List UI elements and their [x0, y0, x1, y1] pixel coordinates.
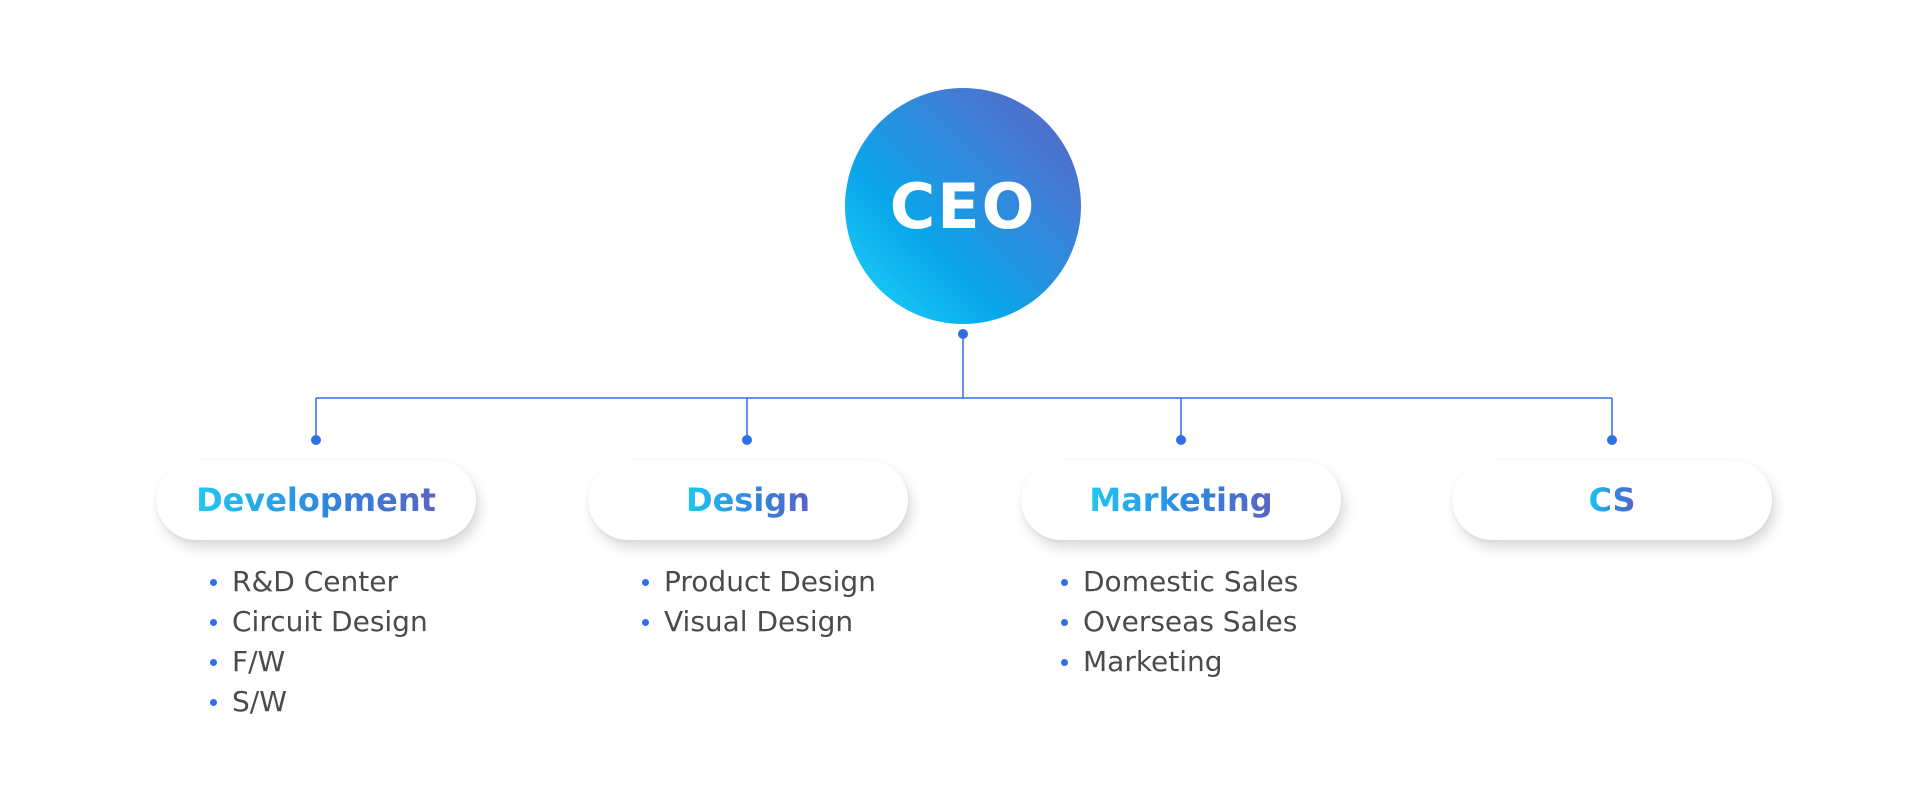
- department-marketing: Marketing: [1021, 460, 1341, 540]
- department-items-marketing: Domestic Sales Overseas Sales Marketing: [1061, 562, 1298, 682]
- department-design: Design: [588, 460, 908, 540]
- ceo-node: CEO: [845, 88, 1081, 324]
- department-label: Design: [686, 481, 810, 519]
- bullet-icon: [210, 699, 217, 706]
- list-item: Visual Design: [642, 602, 876, 642]
- ceo-stem-dot: [958, 329, 968, 339]
- branch-dot-marketing: [1176, 435, 1186, 445]
- list-item: Product Design: [642, 562, 876, 602]
- list-item: Overseas Sales: [1061, 602, 1298, 642]
- bullet-icon: [1061, 659, 1068, 666]
- department-cs: CS: [1452, 460, 1772, 540]
- bullet-icon: [210, 659, 217, 666]
- department-items-development: R&D Center Circuit Design F/W S/W: [210, 562, 428, 722]
- department-development: Development: [156, 460, 476, 540]
- branch-dot-design: [742, 435, 752, 445]
- list-item: F/W: [210, 642, 428, 682]
- bullet-icon: [210, 619, 217, 626]
- list-item: Domestic Sales: [1061, 562, 1298, 602]
- branch-dot-development: [311, 435, 321, 445]
- department-label: Development: [196, 481, 436, 519]
- list-item: Circuit Design: [210, 602, 428, 642]
- bullet-icon: [1061, 579, 1068, 586]
- bullet-icon: [642, 579, 649, 586]
- list-item: S/W: [210, 682, 428, 722]
- list-item: Marketing: [1061, 642, 1298, 682]
- ceo-label: CEO: [889, 169, 1037, 243]
- department-label: CS: [1588, 481, 1636, 519]
- list-item: R&D Center: [210, 562, 428, 602]
- bullet-icon: [1061, 619, 1068, 626]
- bullet-icon: [642, 619, 649, 626]
- bullet-icon: [210, 579, 217, 586]
- branch-dot-cs: [1607, 435, 1617, 445]
- department-items-design: Product Design Visual Design: [642, 562, 876, 642]
- department-label: Marketing: [1089, 481, 1273, 519]
